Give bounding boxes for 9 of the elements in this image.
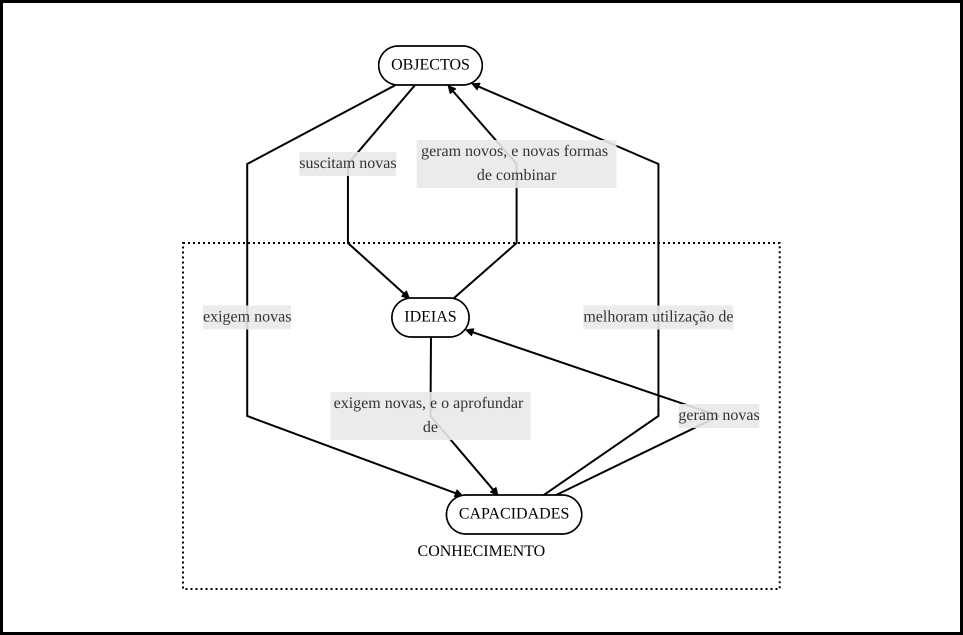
edge-label: exigem novas, e o aprofundar de [334, 394, 524, 436]
edge-label: geram novas [678, 406, 760, 424]
edge-label: geram novos, e novas formas de combinar [421, 142, 608, 184]
arrow [471, 82, 660, 496]
arrow [347, 84, 416, 300]
edge-label: exigem novas [203, 308, 292, 326]
edge-label: suscitam novas [299, 154, 397, 172]
arrow [246, 84, 464, 498]
edge-label: melhoram utilização de [583, 308, 734, 326]
